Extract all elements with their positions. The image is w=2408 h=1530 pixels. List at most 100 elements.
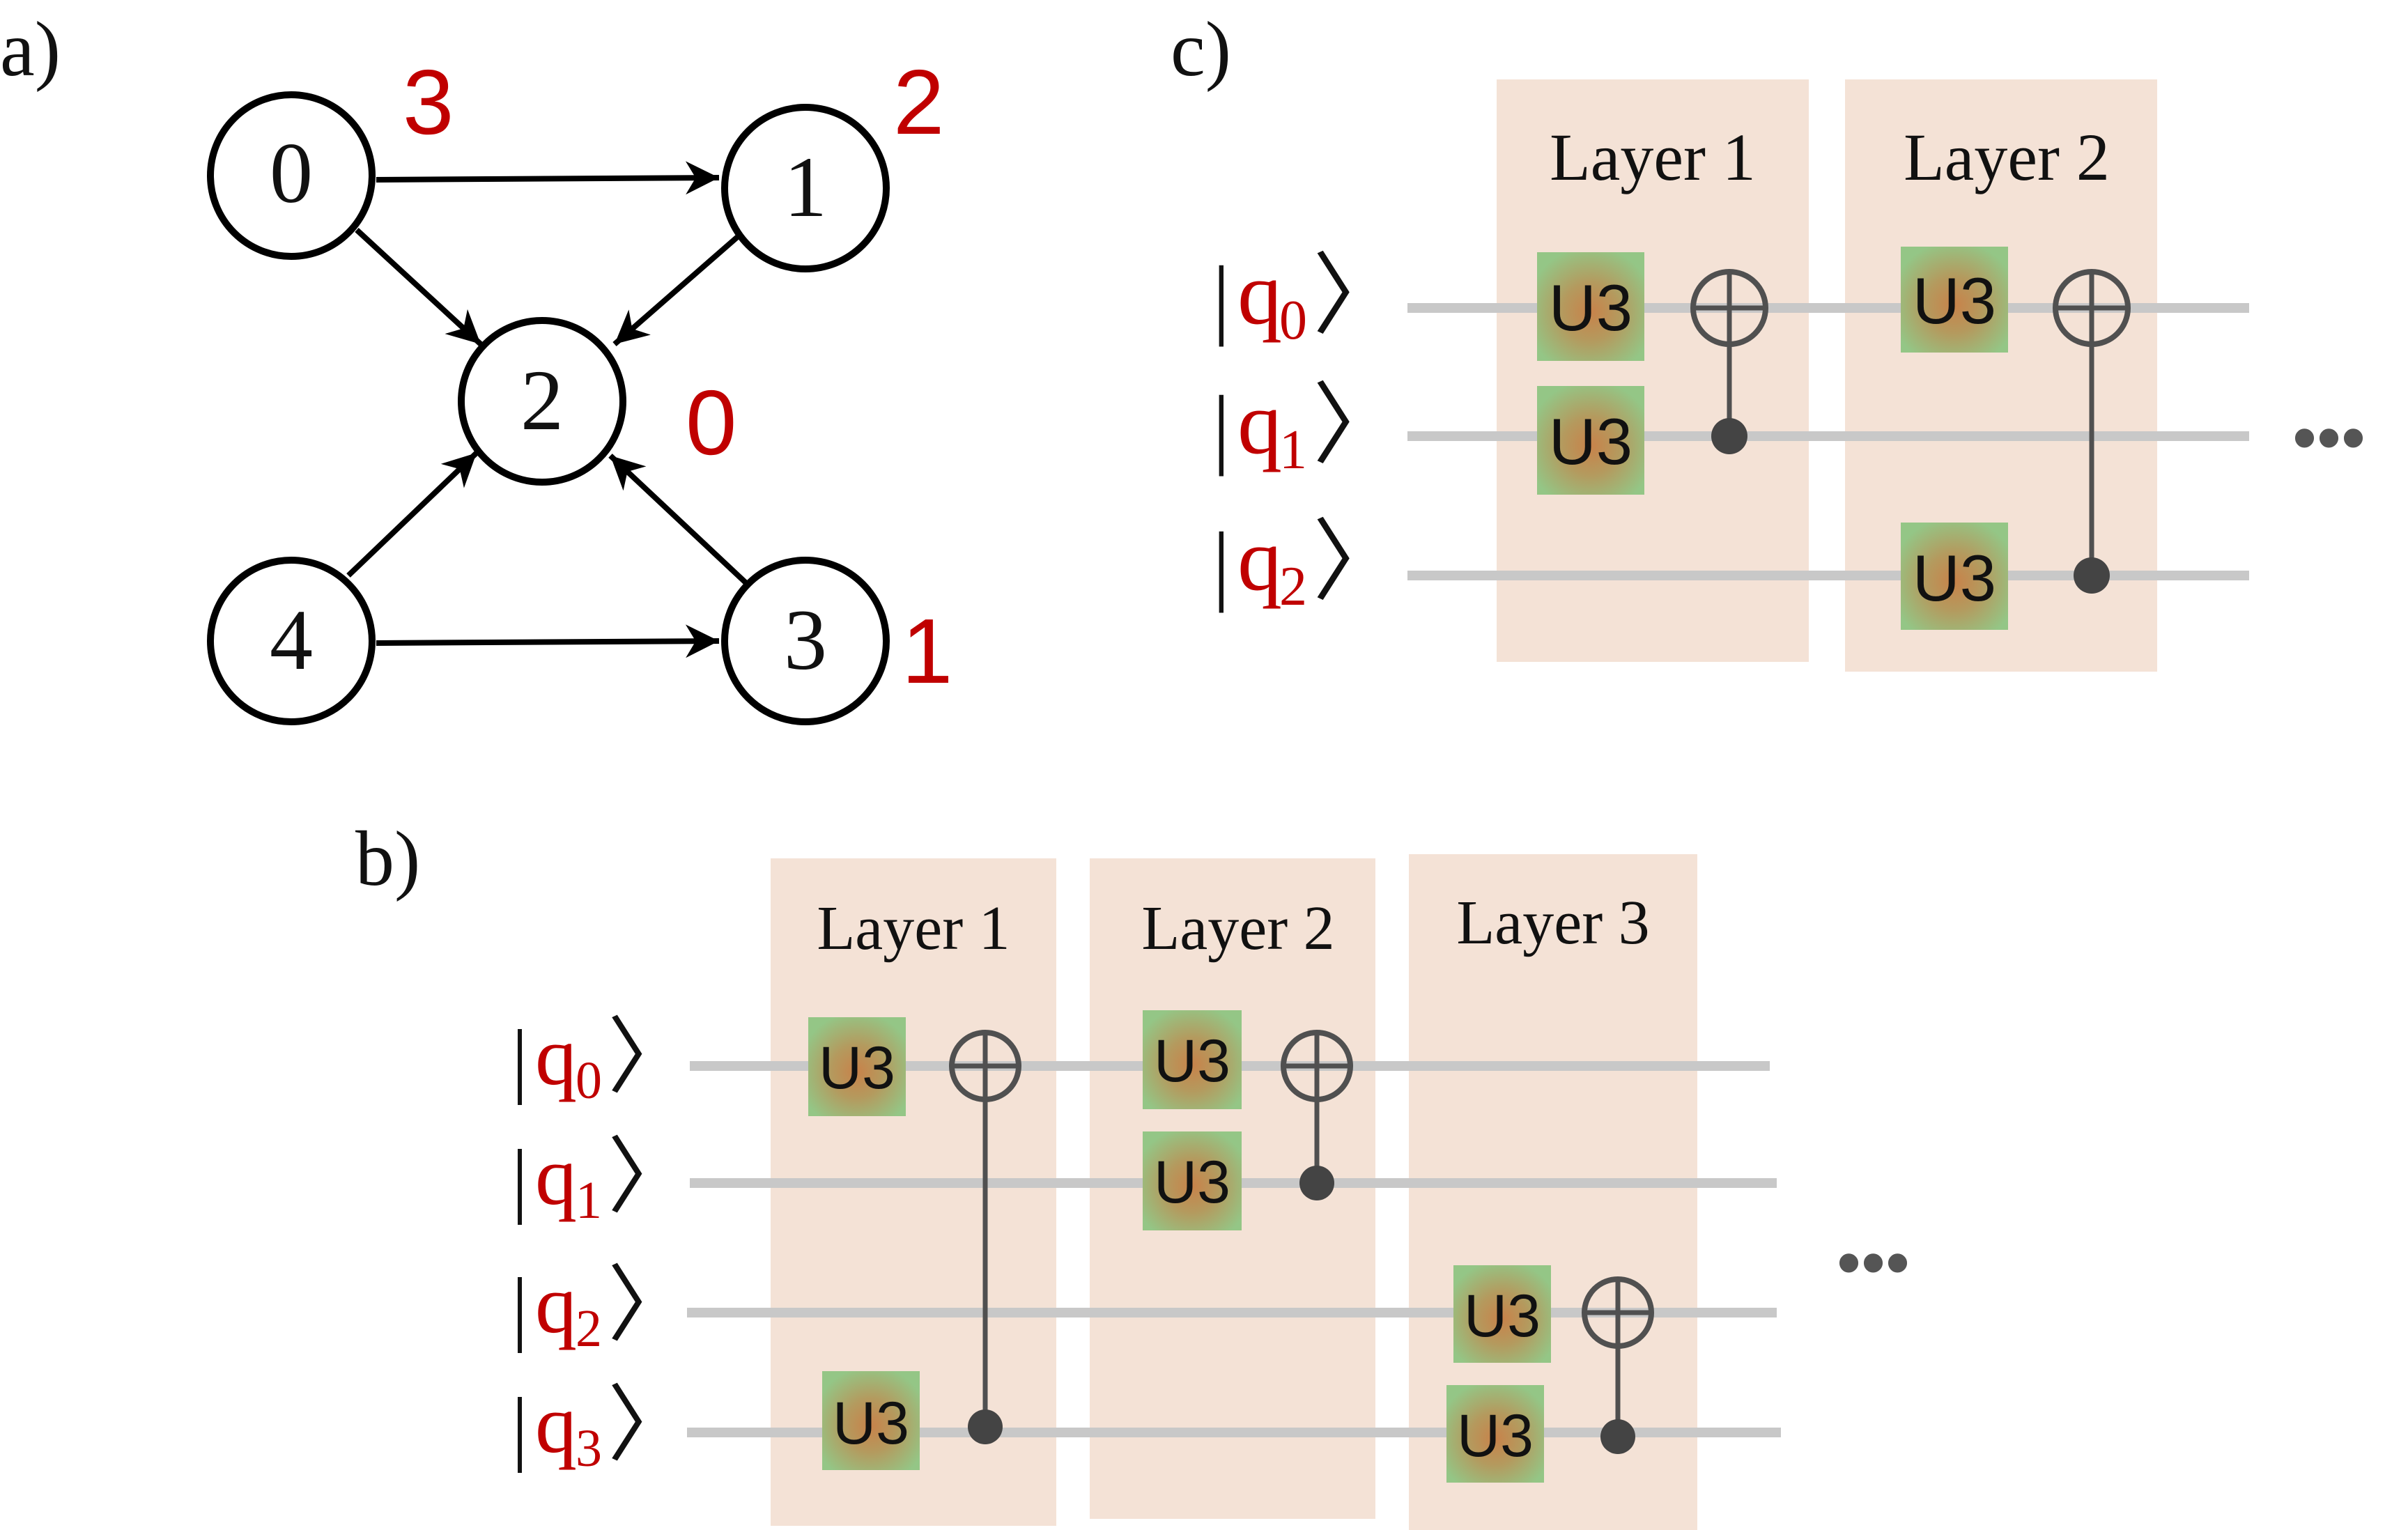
node-circle	[721, 104, 890, 272]
node-circle	[458, 317, 626, 486]
cnot-gate	[2053, 269, 2131, 594]
node-id: 0	[270, 125, 313, 221]
u3-gate: U3	[1143, 1010, 1242, 1109]
graph-node-4: 4	[207, 557, 376, 725]
control-dot	[1600, 1419, 1635, 1454]
graph-node-2: 2 0	[458, 317, 736, 486]
qubit-label-0: | q 0 〉	[1212, 244, 1402, 351]
cnot-gate	[949, 1030, 1021, 1444]
edge-0-2	[355, 228, 483, 346]
qubit-index: 2	[1279, 556, 1307, 617]
svg-text:|: |	[511, 1380, 528, 1473]
graph-edges	[346, 161, 748, 658]
qubit-letter: q	[1237, 373, 1282, 472]
svg-text:U3: U3	[1464, 1283, 1541, 1350]
node-weight: 0	[686, 371, 736, 474]
svg-text:U3: U3	[1913, 264, 1996, 337]
layer-label-2: Layer 2	[1141, 894, 1334, 963]
qubit-label-3: | q 3 〉	[511, 1377, 691, 1478]
control-dot	[968, 1409, 1003, 1444]
qubit-index: 3	[576, 1419, 602, 1478]
edge-4-2	[346, 451, 479, 578]
svg-text:U3: U3	[1457, 1402, 1534, 1469]
svg-text:〉: 〉	[1313, 247, 1402, 346]
panel-b: b) Layer 1 Layer 2 Layer 3 | q 0 〉 | q 1…	[355, 816, 1910, 1530]
svg-text:|: |	[511, 1132, 528, 1225]
ellipsis: •••	[1837, 1223, 1910, 1301]
svg-text:|: |	[1212, 514, 1230, 613]
svg-text:〉: 〉	[1313, 513, 1402, 612]
u3-gate: U3	[1537, 386, 1644, 495]
node-id: 2	[520, 353, 564, 448]
qubit-index: 0	[1279, 290, 1307, 351]
control-dot	[2074, 557, 2110, 594]
cnot-gate	[1690, 269, 1768, 454]
qubit-label-2: | q 2 〉	[511, 1258, 691, 1358]
node-id: 4	[270, 592, 313, 688]
layer-box-1	[1497, 79, 1809, 662]
qubit-label-0: | q 0 〉	[511, 1010, 691, 1110]
node-weight: 3	[403, 51, 454, 153]
svg-text:U3: U3	[1154, 1028, 1230, 1095]
u3-gate: U3	[808, 1017, 906, 1116]
svg-text:|: |	[1212, 378, 1230, 477]
graph-node-0: 0 3	[207, 51, 454, 260]
qubit-index: 1	[1279, 419, 1307, 481]
svg-text:|: |	[511, 1260, 528, 1353]
svg-text:〉: 〉	[608, 1131, 691, 1223]
panel-a-label: a)	[0, 6, 61, 93]
node-circle	[207, 557, 376, 725]
node-id: 1	[784, 139, 827, 235]
edge-4-3	[376, 624, 720, 658]
qubit-label-2: | q 2 〉	[1212, 510, 1402, 617]
svg-text:U3: U3	[1549, 405, 1633, 478]
qubit-letter: q	[1237, 244, 1282, 343]
svg-text:〉: 〉	[608, 1379, 691, 1471]
panel-c-label: c)	[1171, 6, 1231, 93]
qubit-letter: q	[535, 1258, 577, 1350]
qubit-letter: q	[535, 1129, 577, 1222]
node-weight: 1	[902, 600, 952, 702]
graph-node-3: 3 1	[721, 557, 952, 725]
control-dot	[1299, 1166, 1334, 1200]
u3-gate: U3	[1453, 1265, 1551, 1363]
panel-c: c) Layer 1 Layer 2 | q 0 〉 | q 1 〉 | q 2…	[1171, 6, 2365, 672]
svg-text:〉: 〉	[608, 1259, 691, 1352]
svg-text:U3: U3	[1154, 1149, 1230, 1216]
u3-gate: U3	[1446, 1385, 1544, 1483]
svg-text:〉: 〉	[608, 1011, 691, 1104]
svg-text:U3: U3	[1913, 541, 1996, 615]
edge-0-1	[376, 161, 720, 195]
node-circle	[721, 557, 890, 725]
svg-text:|: |	[1212, 248, 1230, 347]
graph-node-1: 1 2	[721, 51, 944, 272]
qubit-index: 1	[576, 1171, 602, 1230]
qubit-label-1: | q 1 〉	[1212, 373, 1402, 481]
layer-label-1: Layer 1	[817, 894, 1010, 963]
qubit-index: 2	[576, 1299, 602, 1358]
node-circle	[207, 91, 376, 260]
svg-text:U3: U3	[833, 1390, 909, 1457]
qubit-letter: q	[535, 1377, 577, 1470]
u3-gate: U3	[1901, 247, 2008, 353]
layer-label-1: Layer 1	[1550, 120, 1756, 194]
qubit-letter: q	[535, 1010, 577, 1102]
cnot-gate	[1582, 1276, 1654, 1454]
layer-label-3: Layer 3	[1456, 888, 1649, 957]
panel-a: a) 0 3 1 2 2 0 3 1	[0, 6, 952, 725]
u3-gate: U3	[1537, 252, 1644, 361]
svg-text:U3: U3	[819, 1035, 895, 1102]
qubit-letter: q	[1237, 510, 1282, 609]
svg-text:U3: U3	[1549, 271, 1633, 344]
node-id: 3	[784, 592, 827, 688]
u3-gate: U3	[822, 1371, 920, 1470]
svg-text:〉: 〉	[1313, 376, 1402, 475]
ellipsis: •••	[2292, 399, 2365, 477]
u3-gate: U3	[1143, 1131, 1242, 1230]
control-dot	[1711, 418, 1747, 454]
u3-gate: U3	[1901, 523, 2008, 630]
edge-1-2	[612, 227, 748, 347]
layer-label-2: Layer 2	[1904, 120, 2110, 194]
qubit-label-1: | q 1 〉	[511, 1129, 691, 1230]
